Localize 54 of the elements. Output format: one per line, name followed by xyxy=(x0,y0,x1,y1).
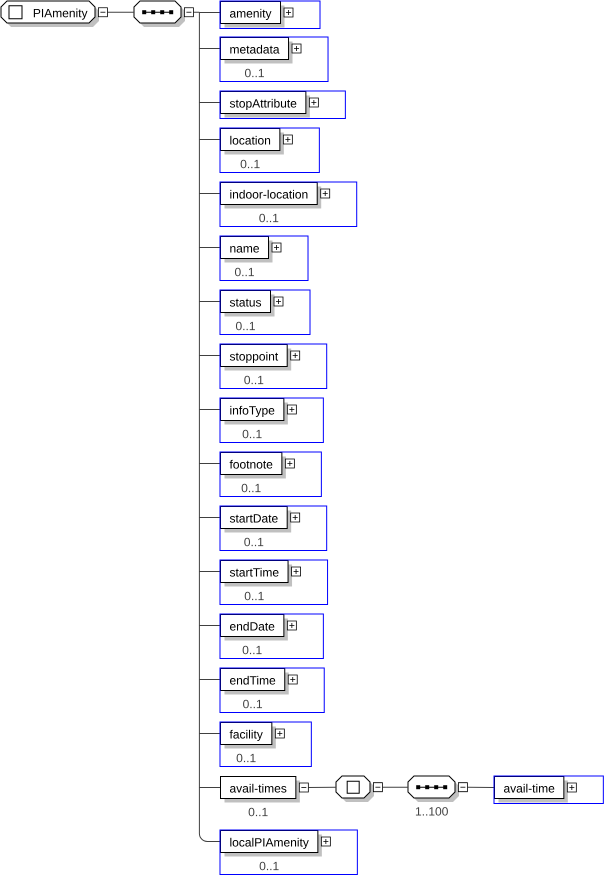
connector-line xyxy=(198,409,220,410)
occurrence-label: 0..1 xyxy=(248,808,268,816)
connector-line xyxy=(198,48,220,50)
connector-line xyxy=(106,12,134,13)
connector-line xyxy=(198,301,220,302)
occurrence-label: 0..1 xyxy=(234,268,254,276)
occurrence-label: 0..1 xyxy=(244,592,264,600)
occurrence-label: 0..1 xyxy=(244,376,264,384)
connector-line xyxy=(198,679,220,680)
occurrence-label: 0..1 xyxy=(240,160,260,168)
connector-line xyxy=(198,139,220,140)
connector-line xyxy=(198,193,220,194)
occurrence-label: 0..1 xyxy=(236,754,256,762)
occurrence-label: 0..1 xyxy=(260,862,279,870)
element-box: status xyxy=(220,290,274,316)
element-box: endDate xyxy=(220,614,288,640)
element-box: location xyxy=(220,128,284,155)
occurrence-label: 0..1 xyxy=(242,484,261,492)
occurrence-label: 1..100 xyxy=(416,807,448,816)
connector-line xyxy=(198,247,220,248)
element-box: metadata xyxy=(220,37,293,64)
occurrence-label: 0..1 xyxy=(242,430,262,438)
element-box: stopAttribute xyxy=(220,91,310,118)
element-box: startTime xyxy=(220,560,292,586)
element-box: footnote xyxy=(220,452,286,478)
element-box: endTime xyxy=(220,668,289,694)
connector-line xyxy=(192,12,220,842)
element-box: stoppoint xyxy=(220,344,292,370)
element-box: facility xyxy=(220,722,276,748)
connector-line xyxy=(308,786,336,788)
connector-line xyxy=(198,571,220,572)
connector-line xyxy=(382,786,408,788)
occurrence-label: 0..1 xyxy=(244,538,264,546)
occurrence-label: 0..1 xyxy=(242,646,262,654)
occurrence-label: 0..1 xyxy=(244,68,264,78)
occurrence-label: 0..1 xyxy=(259,214,278,222)
element-box: startDate xyxy=(220,506,292,532)
connector-line xyxy=(198,517,220,518)
connector-line xyxy=(198,102,220,103)
connector-line xyxy=(198,355,220,356)
connector-line xyxy=(198,463,220,464)
connector-line xyxy=(198,787,220,788)
connector-line xyxy=(198,12,220,14)
connector-line xyxy=(466,786,494,788)
element-box: name xyxy=(220,236,273,262)
occurrence-label: 0..1 xyxy=(236,322,255,330)
connector-line xyxy=(198,733,220,734)
element-box: localPIAmenity xyxy=(220,830,322,856)
connector-line xyxy=(198,625,220,626)
element-box: avail-time xyxy=(494,776,568,802)
element-box: infoType xyxy=(220,398,288,424)
occurrence-label: 0..1 xyxy=(243,700,262,708)
element-box: amenity xyxy=(220,1,285,28)
element-box: indoor-location xyxy=(220,182,322,208)
